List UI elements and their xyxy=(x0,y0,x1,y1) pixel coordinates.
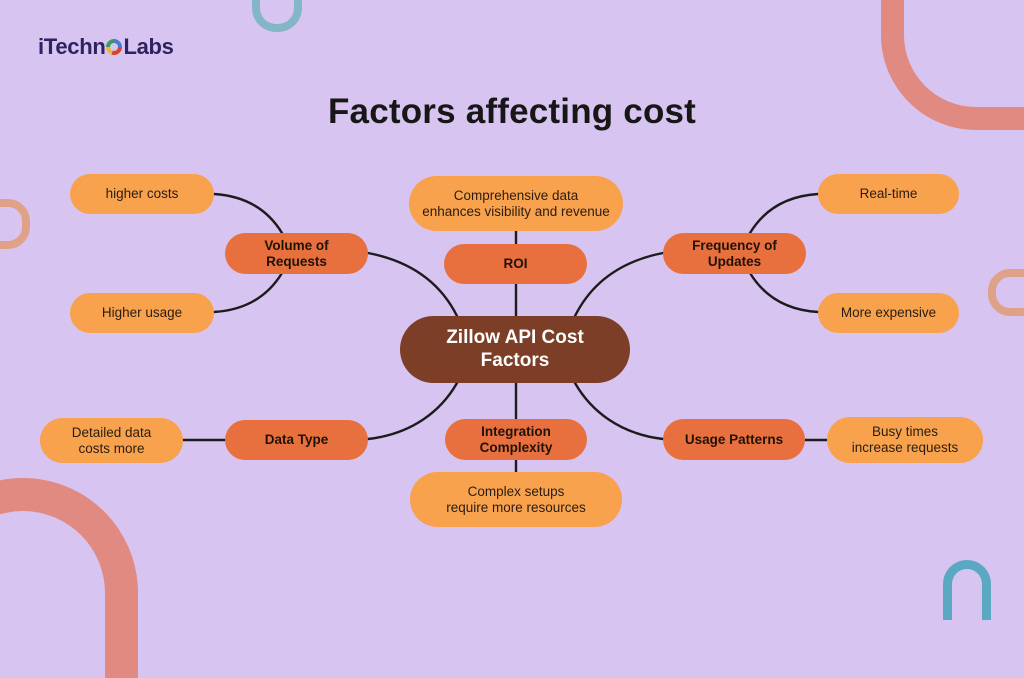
node-more-expensive: More expensive xyxy=(818,293,959,333)
node-complex-setups: Complex setups require more resources xyxy=(410,472,622,527)
node-higher-usage: Higher usage xyxy=(70,293,214,333)
node-detailed-data-costs-more: Detailed data costs more xyxy=(40,418,183,463)
logo-text-right: Labs xyxy=(123,34,174,59)
salmon-ring-right-edge xyxy=(988,269,1024,316)
node-busy-times: Busy times increase requests xyxy=(827,417,983,463)
node-center-zillow-api-cost-factors: Zillow API Cost Factors xyxy=(400,316,630,383)
connector-datatype-center xyxy=(366,381,459,441)
connector-higher-costs-volume xyxy=(212,192,284,235)
node-higher-costs: higher costs xyxy=(70,174,214,214)
connector-realtime-frequency xyxy=(748,192,820,235)
teal-u-shape-top xyxy=(252,0,302,32)
teal-arch-bottom-right xyxy=(943,560,991,620)
connector-volume-center xyxy=(366,251,459,318)
salmon-ring-left-edge xyxy=(0,199,30,249)
node-usage-patterns: Usage Patterns xyxy=(663,419,805,460)
node-data-type: Data Type xyxy=(225,420,368,460)
node-integration-complexity: Integration Complexity xyxy=(445,419,587,460)
itechnolabs-logo: iTechn Labs xyxy=(38,34,174,60)
connector-higher-usage-volume xyxy=(212,271,284,314)
node-real-time: Real-time xyxy=(818,174,959,214)
node-frequency-of-updates: Frequency of Updates xyxy=(663,233,806,274)
node-roi: ROI xyxy=(444,244,587,284)
page-title: Factors affecting cost xyxy=(327,92,697,131)
connector-frequency-center xyxy=(573,251,665,318)
node-volume-of-requests: Volume of Requests xyxy=(225,233,368,274)
connector-usage-center xyxy=(573,381,665,441)
connector-lines xyxy=(181,192,829,474)
node-comprehensive-data: Comprehensive data enhances visibility a… xyxy=(409,176,623,231)
connector-expensive-frequency xyxy=(748,271,820,314)
logo-text-left: iTechn xyxy=(38,34,106,59)
logo-ring-icon xyxy=(106,39,123,55)
